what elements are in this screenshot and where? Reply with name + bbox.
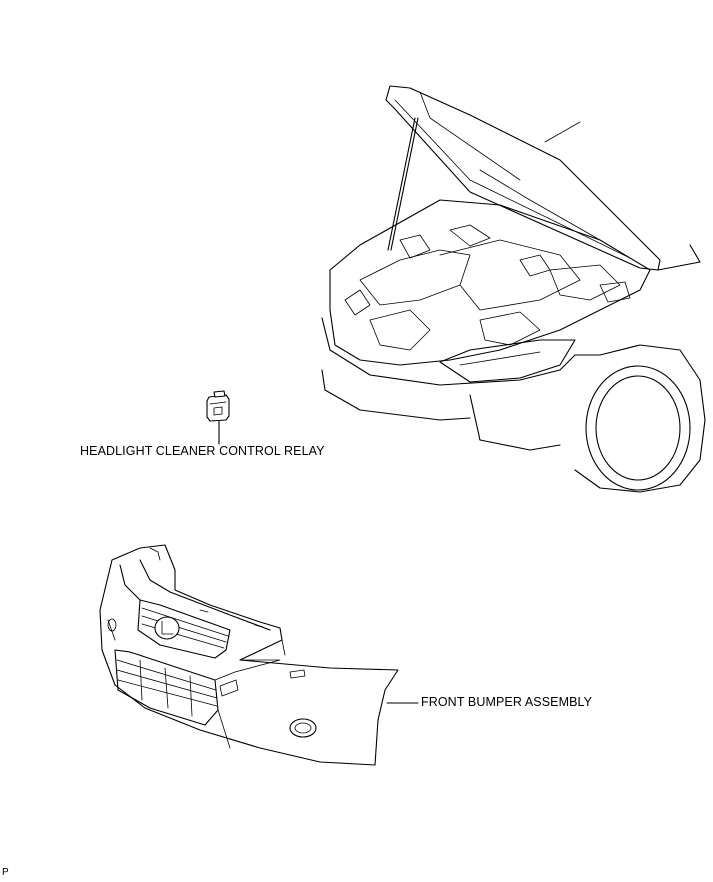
relay-label: HEADLIGHT CLEANER CONTROL RELAY xyxy=(80,444,325,458)
figure-code-label: P xyxy=(2,867,9,878)
relay-illustration xyxy=(206,390,230,445)
headlight xyxy=(439,339,576,383)
raised-hood xyxy=(385,85,661,271)
wheel xyxy=(585,365,691,491)
upper-grille xyxy=(137,599,231,659)
emblem xyxy=(154,616,180,640)
lower-grille xyxy=(114,649,219,726)
bumper-outline xyxy=(99,544,399,766)
hood-support-rod xyxy=(387,117,416,251)
bumper-label: FRONT BUMPER ASSEMBLY xyxy=(421,695,593,709)
bumper-illustration xyxy=(99,544,419,766)
vehicle-front-illustration xyxy=(321,85,706,493)
vehicle-bumper xyxy=(321,317,576,386)
fender xyxy=(574,344,706,493)
fog-light xyxy=(289,718,317,738)
